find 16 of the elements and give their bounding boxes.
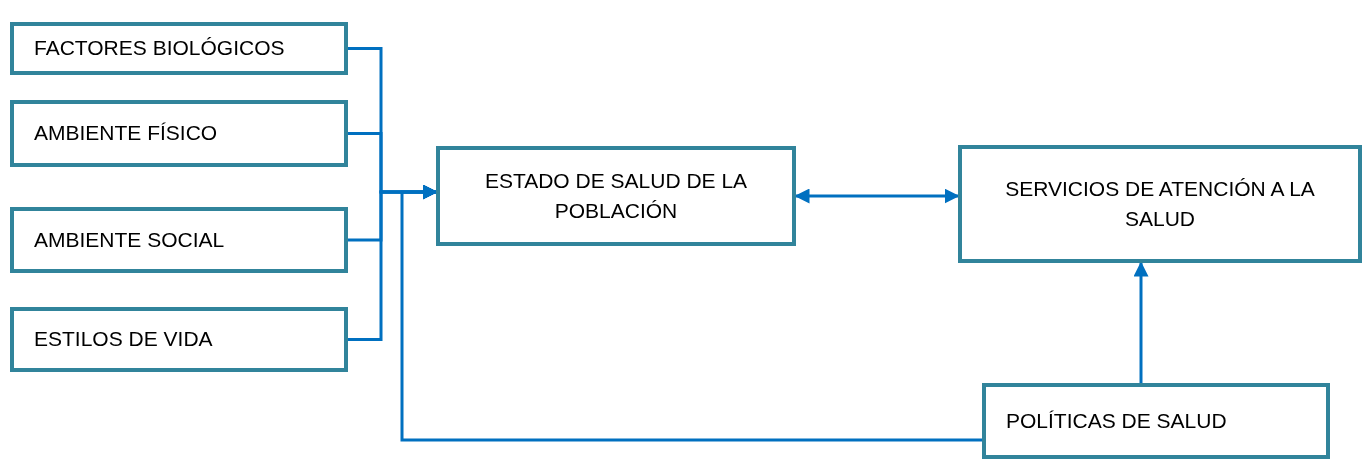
arrow (400, 184, 982, 442)
box-label: AMBIENTE SOCIAL (34, 226, 225, 253)
process-box (10, 100, 348, 167)
process-box (10, 307, 348, 372)
process-box (10, 22, 348, 75)
process-box (982, 383, 1330, 459)
box-label: POLÍTICAS DE SALUD (1006, 407, 1227, 434)
process-box (10, 207, 348, 273)
box-label: ESTILOS DE VIDA (34, 326, 213, 353)
process-box (436, 146, 796, 246)
arrow (1133, 261, 1149, 383)
box-label: AMBIENTE FÍSICO (34, 120, 218, 147)
process-box (958, 145, 1362, 263)
box-label: ESTADO DE SALUD DE LA POBLACIÓN (483, 167, 749, 224)
box-label: SERVICIOS DE ATENCIÓN A LA SALUD (1004, 175, 1316, 232)
box-label: FACTORES BIOLÓGICOS (34, 35, 285, 62)
